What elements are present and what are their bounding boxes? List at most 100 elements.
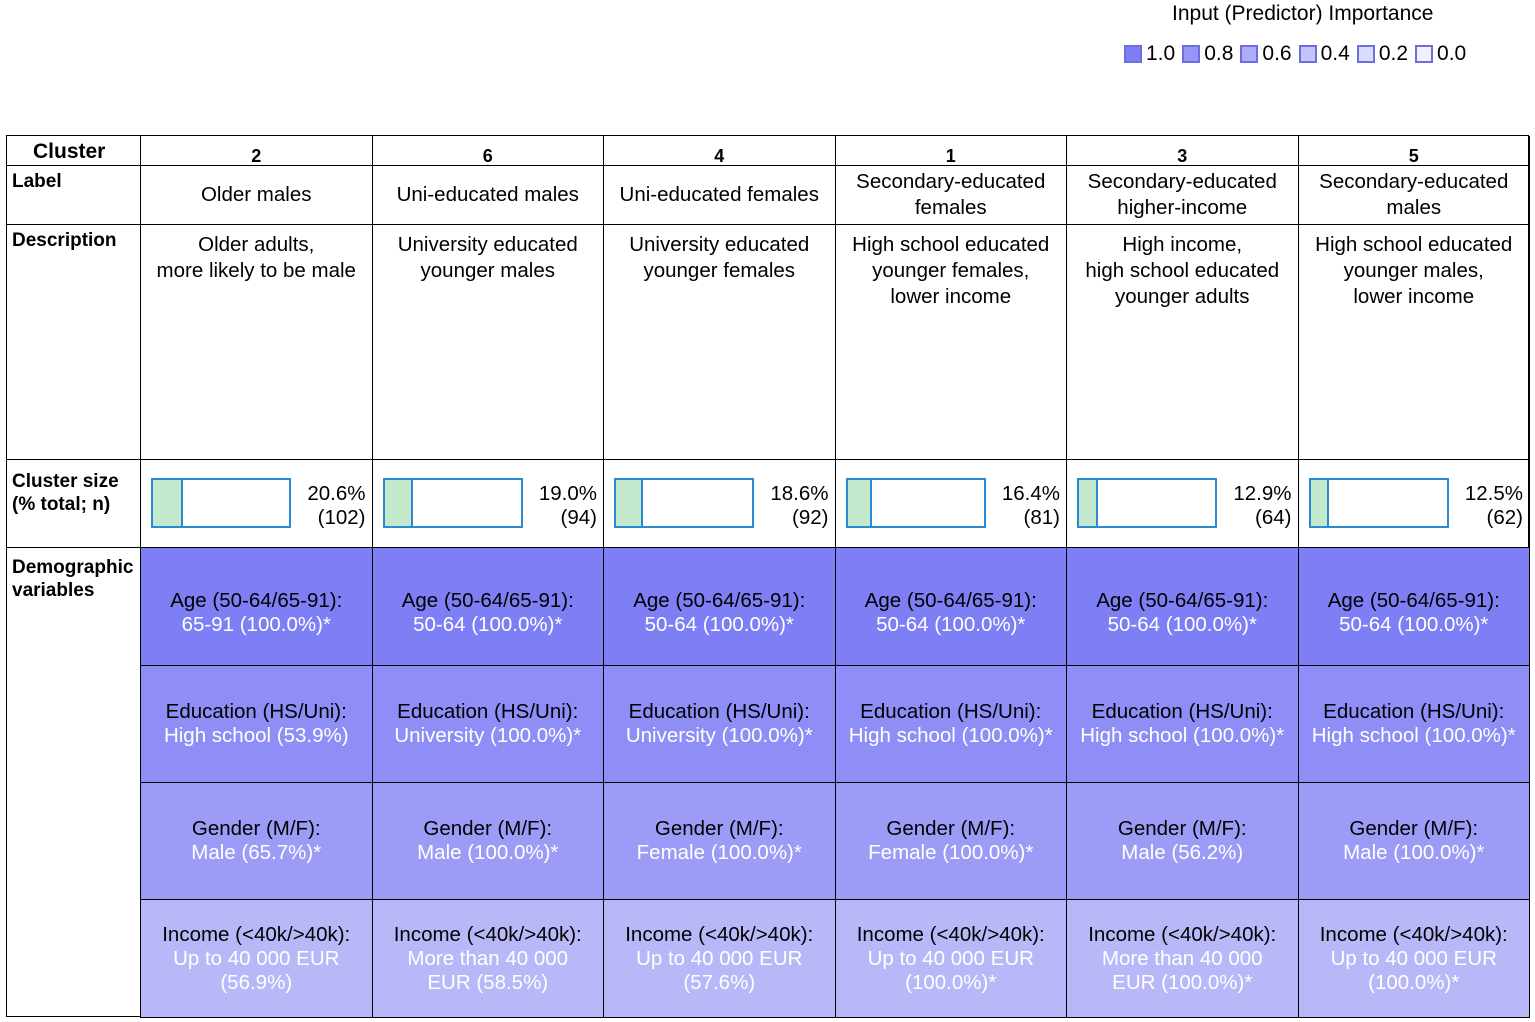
cluster-size-value: 12.5%(62) bbox=[1465, 482, 1523, 530]
cluster-size-bar bbox=[1077, 478, 1217, 528]
age-variable-value: 50-64 (100.0%)* bbox=[876, 612, 1026, 636]
description-line: lower income bbox=[1353, 285, 1475, 308]
income-variable-value: Up to 40 000 EUR bbox=[1330, 946, 1497, 970]
row-header-size-line1: Cluster size bbox=[12, 471, 119, 492]
education-variable-name: Education (HS/Uni): bbox=[397, 700, 579, 723]
cluster-label-line: Secondary-educated bbox=[1319, 170, 1509, 193]
cluster-size-value: 20.6%(102) bbox=[307, 482, 365, 530]
age-variable-name: Age (50-64/65-91): bbox=[1096, 588, 1269, 612]
cluster-size-n: (62) bbox=[1486, 506, 1523, 529]
age-variable-name: Age (50-64/65-91): bbox=[633, 588, 806, 612]
legend-item: 1.0 bbox=[1124, 42, 1175, 66]
education-cell: Education (HS/Uni):High school (100.0%)* bbox=[1298, 666, 1530, 783]
description-line: University educated bbox=[629, 233, 810, 256]
education-variable-name: Education (HS/Uni): bbox=[628, 700, 810, 723]
cluster-label-line: Secondary-educated bbox=[856, 170, 1046, 193]
gender-variable-value: Female (100.0%)* bbox=[868, 841, 1034, 864]
income-variable-value: (100.0%)* bbox=[905, 970, 997, 994]
education-cell: Education (HS/Uni):University (100.0%)* bbox=[372, 666, 604, 783]
age-cell: Age (50-64/65-91):50-64 (100.0%)* bbox=[372, 548, 604, 666]
cluster-size-n: (92) bbox=[792, 506, 829, 529]
income-variable-value: EUR (100.0%)* bbox=[1112, 970, 1253, 994]
age-cell: Age (50-64/65-91):50-64 (100.0%)* bbox=[1067, 548, 1299, 666]
cluster-size: 18.6%(92) bbox=[604, 460, 836, 548]
cluster-number: 4 bbox=[604, 136, 836, 166]
income-cell: Income (<40k/>40k):Up to 40 000 EUR(57.6… bbox=[604, 900, 836, 1018]
description-line: younger females bbox=[643, 259, 796, 282]
row-header-demo-line2: variables bbox=[12, 580, 95, 601]
cluster-size-bar bbox=[151, 478, 291, 528]
income-variable-value: More than 40 000 bbox=[1101, 946, 1263, 970]
age-variable-value: 50-64 (100.0%)* bbox=[1107, 612, 1257, 636]
income-variable-value: (57.6%) bbox=[683, 970, 756, 994]
cluster-size-n: (94) bbox=[560, 506, 597, 529]
education-cell: Education (HS/Uni):High school (100.0%)* bbox=[835, 666, 1067, 783]
income-cell: Income (<40k/>40k):Up to 40 000 EUR(56.9… bbox=[141, 900, 373, 1018]
cluster-size-bar-fill bbox=[847, 480, 872, 526]
cluster-size-bar-fill bbox=[1310, 480, 1329, 526]
income-variable-value: More than 40 000 bbox=[407, 946, 569, 970]
cluster-number: 2 bbox=[141, 136, 373, 166]
gender-cell: Gender (M/F):Male (65.7%)* bbox=[141, 783, 373, 900]
cluster-size: 16.4%(81) bbox=[835, 460, 1067, 548]
education-variable-value: University (100.0%)* bbox=[625, 724, 813, 747]
description-line: more likely to be male bbox=[156, 259, 356, 282]
cluster-label-line: males bbox=[1386, 196, 1442, 219]
income-variable-value: EUR (58.5%) bbox=[427, 970, 549, 994]
cluster-size-percent: 18.6% bbox=[770, 482, 829, 505]
income-variable-name: Income (<40k/>40k): bbox=[393, 922, 582, 946]
legend-item: 0.4 bbox=[1298, 42, 1350, 66]
legend-item: 0.8 bbox=[1182, 42, 1233, 66]
cluster-size-n: (102) bbox=[317, 506, 366, 529]
cluster-size-n: (64) bbox=[1255, 506, 1292, 529]
education-cell: Education (HS/Uni):High school (53.9%) bbox=[141, 666, 373, 783]
legend-label: 1.0 bbox=[1146, 42, 1176, 65]
cluster-size: 19.0%(94) bbox=[372, 460, 604, 548]
cluster-size-percent: 20.6% bbox=[307, 482, 366, 505]
education-variable-name: Education (HS/Uni): bbox=[860, 700, 1042, 723]
gender-cell: Gender (M/F):Male (56.2%) bbox=[1067, 783, 1299, 900]
cluster-size-bar-fill bbox=[153, 480, 183, 526]
gender-variable-name: Gender (M/F): bbox=[191, 817, 321, 840]
cluster-label: Uni-educated males bbox=[372, 166, 604, 225]
gender-variable-value: Male (100.0%)* bbox=[417, 841, 559, 864]
cluster-description: Older adults,more likely to be male bbox=[141, 225, 373, 460]
cluster-size-bar-fill bbox=[1079, 480, 1098, 526]
cluster-label-text: Secondary-educated males bbox=[1319, 169, 1508, 221]
education-variable-name: Education (HS/Uni): bbox=[1323, 700, 1505, 723]
income-variable-value: Up to 40 000 EUR bbox=[636, 946, 803, 970]
education-variable-value: University (100.0%)* bbox=[394, 724, 582, 747]
row-header-label: Label bbox=[7, 166, 141, 225]
income-cell: Income (<40k/>40k):Up to 40 000 EUR(100.… bbox=[835, 900, 1067, 1018]
gender-variable-name: Gender (M/F): bbox=[654, 817, 784, 840]
age-cell: Age (50-64/65-91):50-64 (100.0%)* bbox=[835, 548, 1067, 666]
age-cell: Age (50-64/65-91):50-64 (100.0%)* bbox=[604, 548, 836, 666]
description-line: younger adults bbox=[1115, 285, 1250, 308]
cluster-label-text: Uni-educated females bbox=[619, 183, 819, 206]
gender-cell: Gender (M/F):Female (100.0%)* bbox=[835, 783, 1067, 900]
cluster-size-value: 19.0%(94) bbox=[539, 482, 597, 530]
cluster-label: Older males bbox=[141, 166, 373, 225]
legend-swatch bbox=[1182, 45, 1201, 63]
cluster-size-bar bbox=[614, 478, 754, 528]
gender-variable-value: Male (56.2%) bbox=[1121, 841, 1244, 864]
legend-label: 0.0 bbox=[1437, 42, 1467, 65]
cluster-label-text: Uni-educated males bbox=[396, 183, 579, 206]
cluster-number: 6 bbox=[372, 136, 604, 166]
description-line: High income, bbox=[1122, 233, 1243, 256]
cluster-size-percent: 19.0% bbox=[538, 482, 597, 505]
age-variable-value: 50-64 (100.0%)* bbox=[413, 612, 563, 636]
row-header-cluster: Cluster bbox=[7, 136, 141, 166]
age-variable-name: Age (50-64/65-91): bbox=[401, 588, 574, 612]
cluster-label-text: Older males bbox=[200, 183, 312, 206]
income-variable-value: (100.0%)* bbox=[1368, 970, 1460, 994]
gender-cell: Gender (M/F):Male (100.0%)* bbox=[1298, 783, 1530, 900]
cluster-size-percent: 12.5% bbox=[1464, 482, 1523, 505]
legend-swatch bbox=[1298, 45, 1317, 63]
cluster-label-line: higher-income bbox=[1117, 196, 1248, 219]
